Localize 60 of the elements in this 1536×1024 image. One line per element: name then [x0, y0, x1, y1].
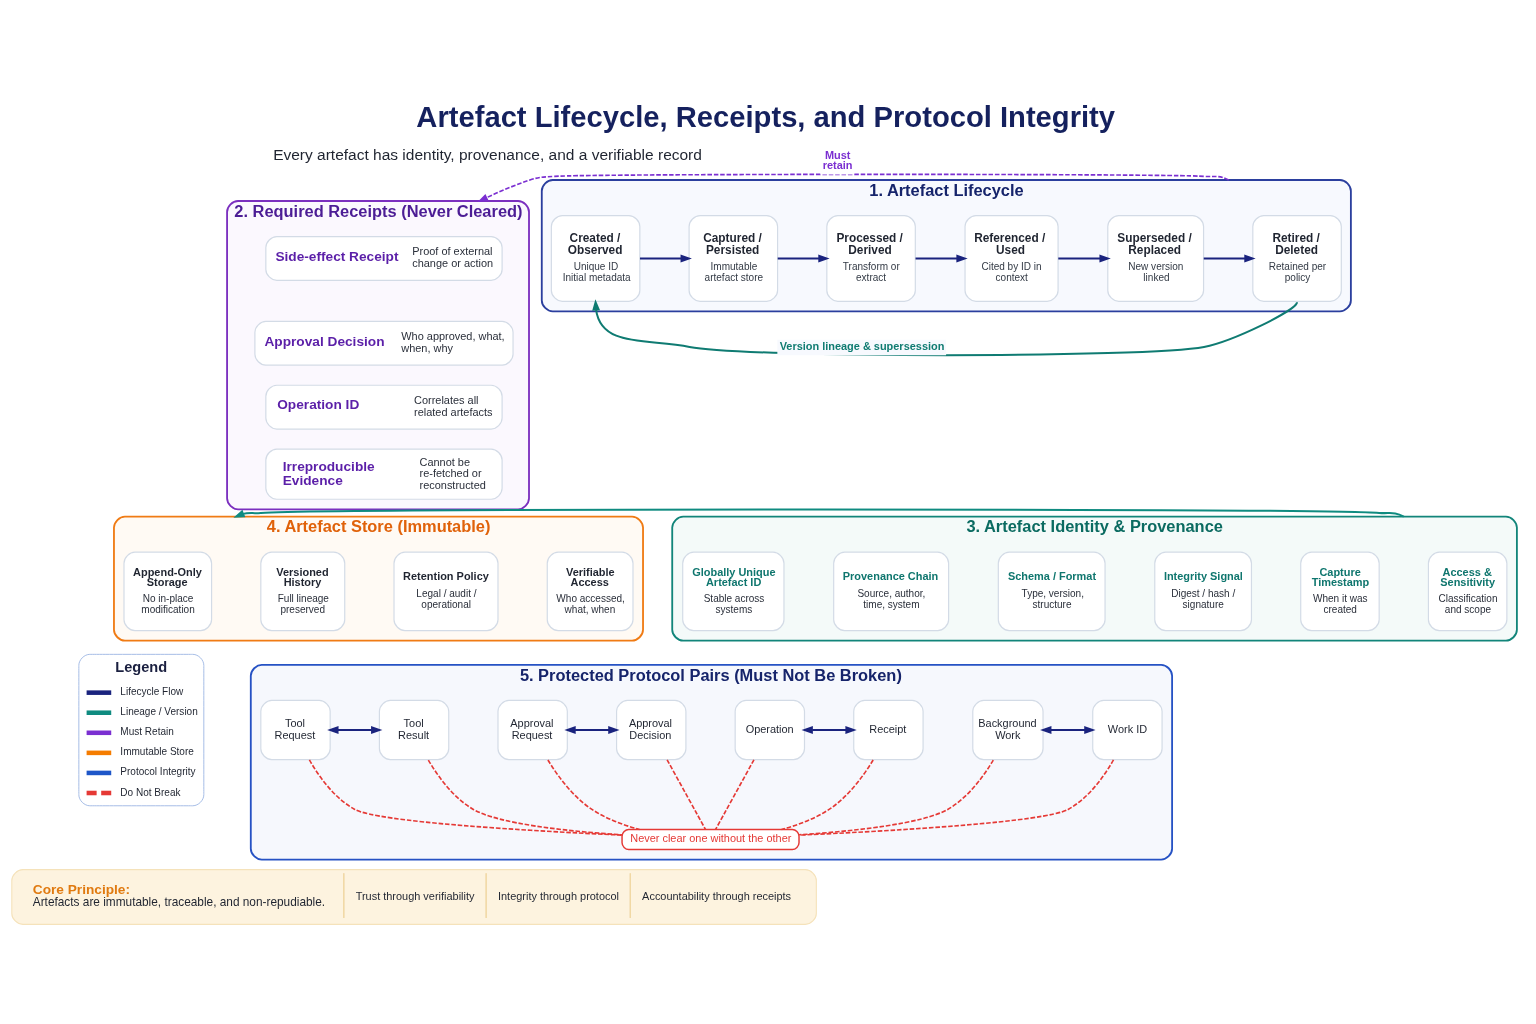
node-box: Captured / Persisted Immutable artefact store: [688, 214, 779, 302]
node-box: Capture Timestamp When it was created: [1300, 551, 1380, 631]
connector: [427, 758, 623, 836]
node-box: Operation: [734, 699, 806, 760]
arrow: [477, 173, 1230, 202]
connector: [547, 758, 641, 830]
node-box: Tool Result: [378, 699, 450, 760]
arrow: [915, 254, 968, 262]
connector: [780, 758, 874, 830]
node-box: Irreproducible Evidence Cannot be re-fetched or reconstructed: [265, 448, 503, 500]
label: Legend: [115, 658, 168, 675]
node-box: Schema / Format Type, version, structure: [997, 551, 1106, 631]
node-box: Provenance Chain Source, author, time, system: [833, 551, 950, 631]
node-box: Processed / Derived Transform or extract: [826, 214, 916, 302]
node-box: Operation ID Correlates all related artefacts: [265, 384, 503, 430]
legend-label: Must Retain: [120, 725, 174, 737]
label: Every artefact has identity, provenance, and a verifiable record: [273, 145, 702, 163]
connector: [308, 758, 623, 836]
node-box: Tool Request: [260, 699, 331, 760]
node-box: Superseded / Replaced New version linked: [1107, 214, 1205, 302]
legend-label: Lifecycle Flow: [120, 685, 184, 697]
node-box: Append-Only Storage No in-place modification: [123, 551, 213, 631]
arrow: [1058, 254, 1111, 262]
connector: [798, 758, 995, 836]
arrow: [640, 254, 692, 262]
arrow: [327, 725, 383, 734]
node-box: Referenced / Used Cited by ID in context: [964, 214, 1059, 302]
connector: [666, 758, 707, 830]
arrow: [1203, 254, 1256, 262]
legend-label: Lineage / Version: [120, 705, 198, 717]
legend-label: Do Not Break: [120, 786, 181, 798]
node-box: Work ID: [1092, 699, 1163, 760]
edge-label: Version lineage & supersession: [779, 339, 945, 352]
node-box: Globally Unique Artefact ID Stable across systems: [682, 551, 785, 631]
arrow: [564, 725, 620, 734]
node-box: Approval Decision: [616, 699, 687, 760]
node-box: Receipt: [853, 699, 924, 760]
node-box: Access & Sensitivity Classification and scope: [1427, 551, 1508, 631]
legend-label: Immutable Store: [120, 745, 194, 757]
arrow: [801, 725, 857, 734]
connector: [798, 758, 1115, 836]
node-box: Side-effect Receipt Proof of external change or action: [265, 235, 503, 281]
node-box: Verifiable Access Who accessed, what, when: [546, 551, 634, 631]
node-box: Background Work: [972, 699, 1044, 760]
legend-label: Protocol Integrity: [120, 765, 196, 777]
arrow: [233, 508, 1405, 518]
diagram-title: Artefact Lifecycle, Receipts, and Protocol Integrity: [416, 100, 1116, 133]
node-box: Retired / Deleted Retained per policy: [1252, 214, 1342, 302]
connector: [714, 758, 755, 830]
arrow: [777, 254, 830, 262]
arrow: [1040, 725, 1096, 734]
node-box: Core Principle: Artefacts are immutable, traceable, and non-repudiable. Trust through verifiability Integrity through protocol Accountability through receipts: [11, 868, 817, 925]
node-box: Versioned History Full lineage preserved: [260, 551, 346, 631]
node-box: Retention Policy Legal / audit / operational: [393, 551, 499, 631]
node-box: Integrity Signal Digest / hash / signature: [1154, 551, 1253, 631]
edge-label: Must retain: [822, 148, 853, 171]
node-box: Approval Request: [497, 699, 568, 760]
node-box: Approval Decision Who approved, what, when, why: [254, 320, 514, 366]
node-box: Created / Observed Unique ID Initial metadata: [550, 214, 641, 302]
node-box: Never clear one without the other: [621, 828, 800, 850]
